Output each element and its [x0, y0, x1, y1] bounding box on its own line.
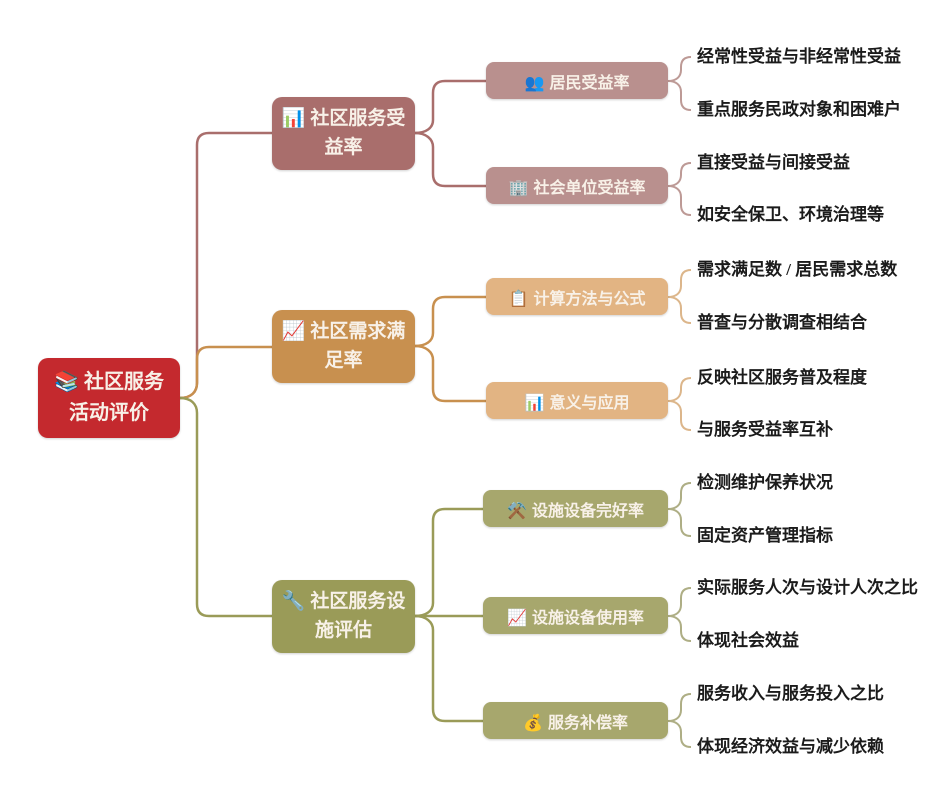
root-node[interactable]: 📚社区服务活动评价	[38, 358, 180, 438]
leaf-item[interactable]: 直接受益与间接受益	[697, 153, 850, 172]
leaf-item[interactable]: 重点服务民政对象和困难户	[697, 100, 901, 119]
sub-label: 社会单位受益率	[533, 179, 646, 197]
sub-label: 居民受益率	[549, 74, 630, 92]
line-chart-icon: 📈	[507, 609, 527, 627]
branch-label: 社区服务设施评估	[310, 591, 406, 641]
hammer-pick-icon: ⚒️	[507, 502, 527, 520]
branch-benefit-rate[interactable]: 📊社区服务受益率	[272, 97, 415, 170]
leaf-item[interactable]: 普查与分散调查相结合	[697, 313, 867, 332]
root-label: 社区服务活动评价	[69, 371, 164, 424]
sub-label: 意义与应用	[549, 394, 630, 412]
branch-label: 社区服务受益率	[310, 108, 406, 158]
people-icon: 👥	[524, 74, 545, 92]
leaf-item[interactable]: 检测维护保养状况	[697, 473, 833, 492]
sub-label: 设施设备完好率	[531, 502, 644, 520]
leaf-item[interactable]: 体现经济效益与减少依赖	[697, 737, 884, 756]
sub-equipment-intact-rate[interactable]: ⚒️设施设备完好率	[483, 490, 668, 527]
clipboard-icon: 📋	[508, 290, 529, 308]
sub-social-unit-benefit-rate[interactable]: 🏢社会单位受益率	[486, 167, 668, 204]
bar-chart-icon: 📊	[281, 108, 306, 129]
sub-equipment-usage-rate[interactable]: 📈设施设备使用率	[483, 597, 668, 634]
sub-label: 设施设备使用率	[531, 609, 644, 627]
sub-calculation-method[interactable]: 📋计算方法与公式	[486, 278, 668, 315]
leaf-item[interactable]: 实际服务人次与设计人次之比	[697, 578, 918, 597]
branch-facility-evaluation[interactable]: 🔧社区服务设施评估	[272, 580, 415, 653]
sub-resident-benefit-rate[interactable]: 👥居民受益率	[486, 62, 668, 99]
branch-label: 社区需求满足率	[310, 321, 406, 371]
money-bag-icon: 💰	[523, 714, 543, 732]
leaf-item[interactable]: 反映社区服务普及程度	[697, 368, 867, 387]
sub-meaning-application[interactable]: 📊意义与应用	[486, 382, 668, 419]
leaf-item[interactable]: 如安全保卫、环境治理等	[697, 205, 884, 224]
bar-chart-icon: 📊	[524, 394, 545, 412]
leaf-item[interactable]: 与服务受益率互补	[697, 420, 833, 439]
sub-label: 计算方法与公式	[533, 290, 646, 308]
books-icon: 📚	[54, 371, 79, 393]
leaf-item[interactable]: 固定资产管理指标	[697, 526, 833, 545]
line-chart-icon: 📈	[281, 321, 306, 342]
branch-demand-satisfaction-rate[interactable]: 📈社区需求满足率	[272, 310, 415, 383]
leaf-item[interactable]: 服务收入与服务投入之比	[697, 684, 884, 703]
leaf-item[interactable]: 需求满足数 / 居民需求总数	[697, 260, 898, 279]
leaf-item[interactable]: 经常性受益与非经常性受益	[697, 47, 901, 66]
sub-label: 服务补偿率	[547, 714, 628, 732]
leaf-item[interactable]: 体现社会效益	[697, 631, 799, 650]
office-building-icon: 🏢	[508, 179, 529, 197]
wrench-icon: 🔧	[281, 591, 306, 612]
sub-service-compensation-rate[interactable]: 💰服务补偿率	[483, 702, 668, 739]
